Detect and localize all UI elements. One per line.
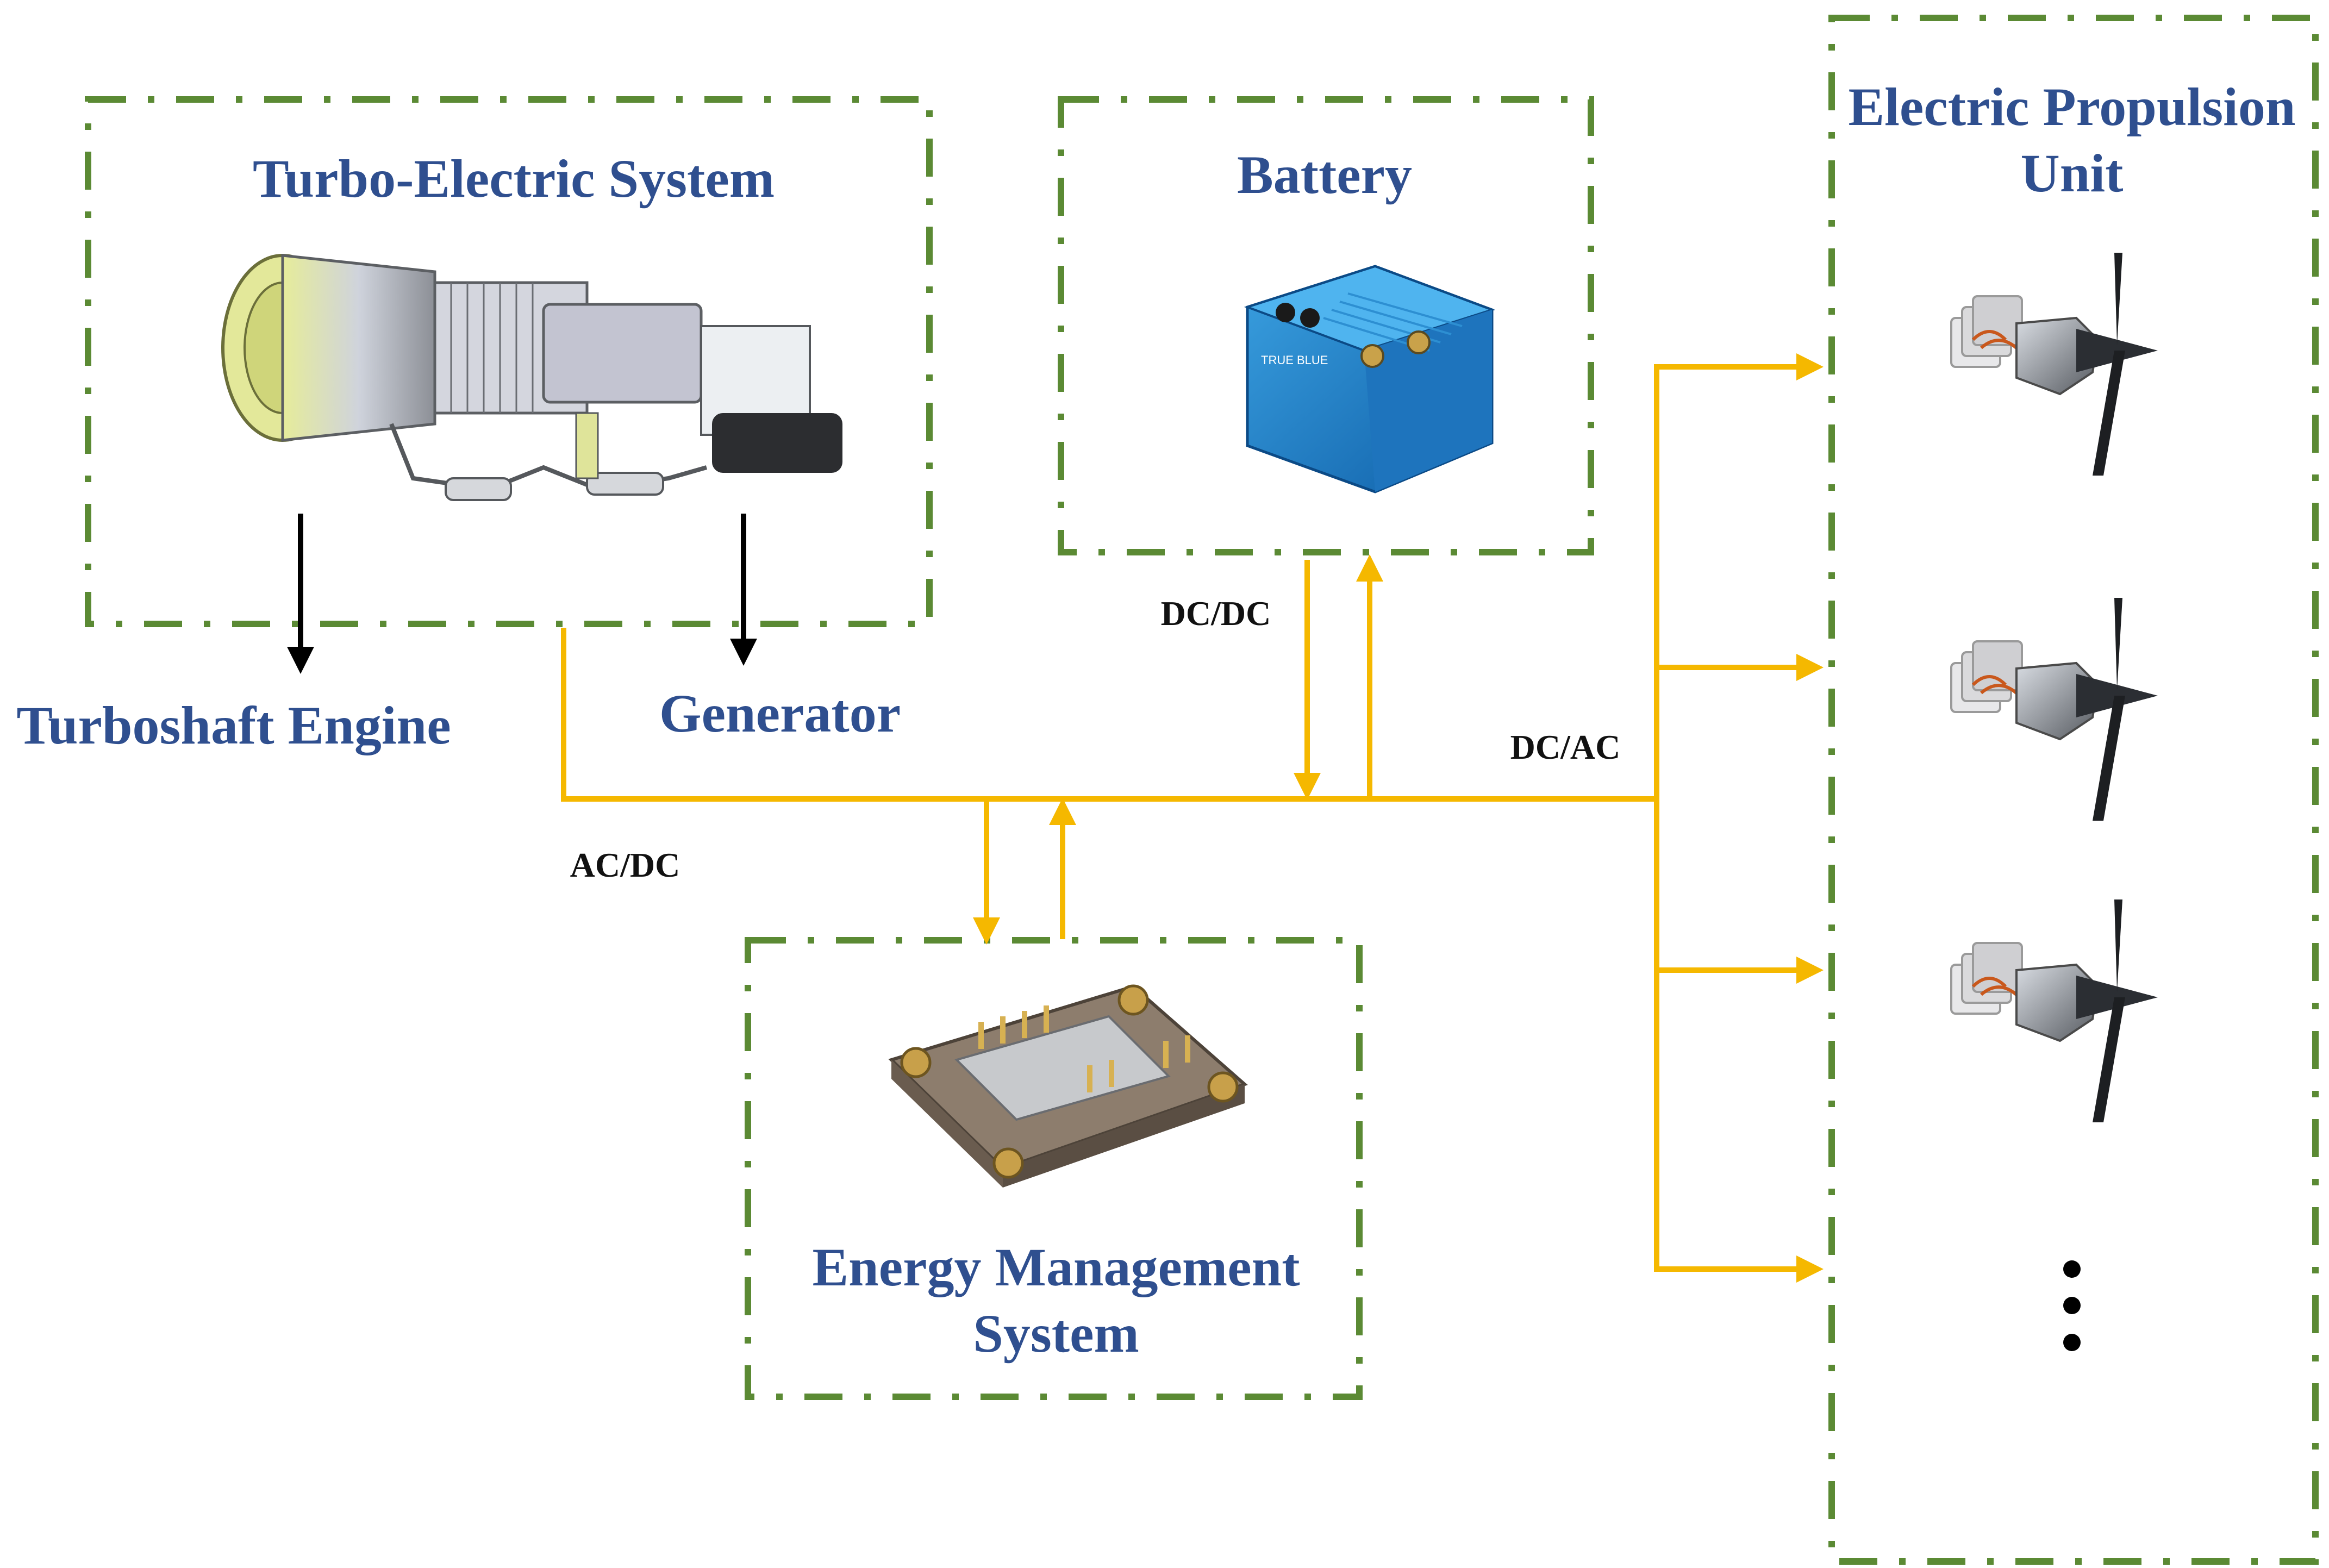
battery-brand-text: TRUE BLUE xyxy=(1261,353,1328,367)
generator-label: Generator xyxy=(659,683,901,744)
battery-title: Battery xyxy=(1237,145,1412,205)
propulsion-title-line1: Electric Propulsion xyxy=(1848,77,2295,137)
turboshaft-engine-label: Turboshaft Engine xyxy=(16,695,451,755)
motor-propeller-2 xyxy=(1951,598,2158,821)
dc-dc-label: DC/DC xyxy=(1161,594,1271,633)
turbine-illustration xyxy=(221,254,842,501)
battery-illustration: TRUE BLUE xyxy=(1244,265,1496,493)
dc-ac-label: DC/AC xyxy=(1510,728,1621,766)
propulsion-unit-box xyxy=(1828,15,2319,1565)
motor-propeller-1 xyxy=(1951,253,2158,476)
ems-title-line2: System xyxy=(973,1303,1139,1364)
propulsion-title-line2: Unit xyxy=(2021,143,2124,203)
turbo-electric-system-box xyxy=(85,96,933,627)
battery-box xyxy=(1058,96,1594,555)
more-units-ellipsis-icon xyxy=(2063,1260,2081,1351)
ems-title-line1: Energy Management xyxy=(812,1237,1300,1297)
motor-propeller-3 xyxy=(1951,899,2158,1122)
ems-module-illustration xyxy=(888,984,1248,1188)
turbo-electric-system-title: Turbo-Electric System xyxy=(253,148,775,209)
ac-dc-label: AC/DC xyxy=(570,846,680,884)
